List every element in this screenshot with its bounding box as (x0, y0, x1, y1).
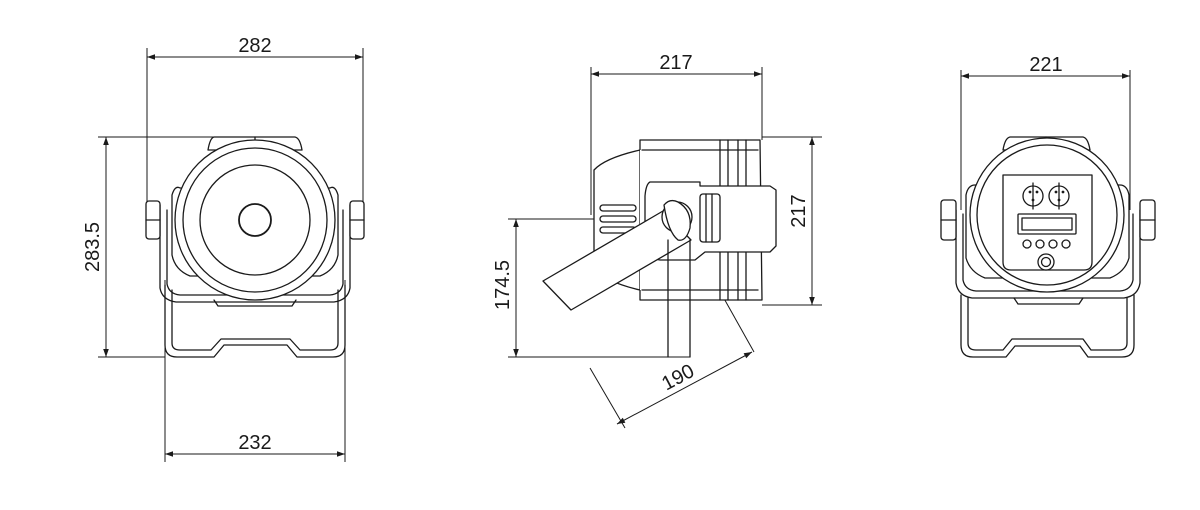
side-view: 217 217 174.5 190 (492, 52, 822, 429)
side-width-label: 217 (659, 52, 692, 74)
side-height-dimension: 217 (762, 136, 822, 306)
menu-button-icon (1022, 239, 1032, 249)
front-base-dimension: 232 (164, 280, 346, 462)
enter-button-icon (1061, 239, 1071, 249)
rear-view: 221 (940, 54, 1156, 358)
side-bracket-label: 174.5 (492, 260, 514, 310)
power-connector-icon (1037, 253, 1055, 271)
front-height-label: 283.5 (82, 222, 104, 272)
rear-width-label: 221 (1029, 54, 1062, 76)
up-button-icon (1035, 239, 1045, 249)
front-height-dimension: 283.5 (82, 136, 225, 358)
display-icon (1017, 213, 1077, 235)
side-arm-label: 190 (658, 360, 698, 395)
side-width-dimension: 217 (590, 52, 763, 215)
side-height-label: 217 (788, 194, 810, 227)
front-view: 282 283.5 232 (82, 35, 365, 462)
front-lens-outer (174, 139, 336, 301)
front-width-label: 282 (238, 35, 271, 57)
rear-width-dimension: 221 (960, 54, 1131, 210)
lens-icon (238, 203, 272, 237)
down-button-icon (1048, 239, 1058, 249)
front-base-label: 232 (238, 432, 271, 454)
